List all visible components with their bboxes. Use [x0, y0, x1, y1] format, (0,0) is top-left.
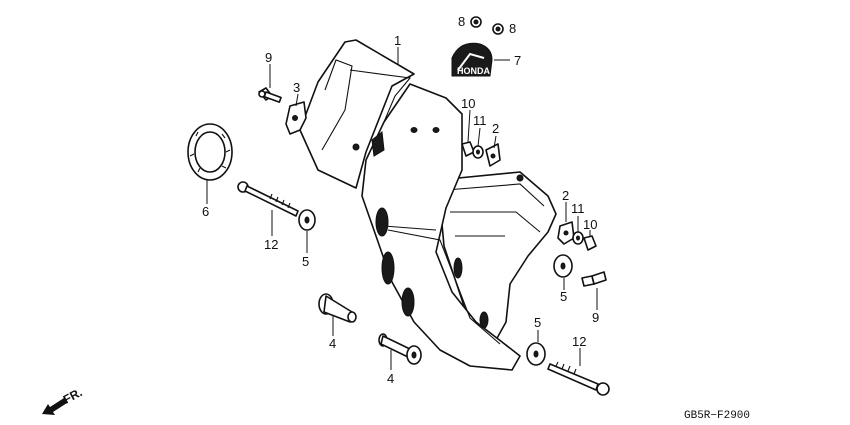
callout-11-upper: 11: [473, 113, 487, 128]
nut-8a: [470, 16, 482, 28]
callout-6: 6: [202, 204, 209, 219]
callout-8-right: 8: [509, 21, 516, 36]
bolt-10-upper: [461, 141, 475, 157]
callout-12-left: 12: [264, 237, 278, 252]
callout-9-right: 9: [592, 310, 599, 325]
callout-10-lower: 10: [583, 217, 597, 232]
callout-5-right: 5: [560, 289, 567, 304]
callout-8-left: 8: [458, 14, 465, 29]
washer-5-lower: [526, 342, 546, 366]
callout-9-upper: 9: [265, 50, 272, 65]
diagram-code: GB5R−F2900: [684, 410, 750, 422]
grommet-6: [187, 123, 233, 181]
bracket-2-upper: [485, 143, 501, 167]
callout-2-lower: 2: [562, 188, 569, 203]
washer-11-lower: [572, 231, 584, 245]
callout-3: 3: [293, 80, 300, 95]
emblem-text: HONDA: [457, 66, 490, 76]
collar-4-lower: [378, 333, 422, 365]
callouts: 1 2 2 3 4 4 5 5 5 6 7 8 8 9 9 10 10 11 1…: [202, 14, 599, 386]
bolt-12-left: [237, 181, 299, 217]
front-cover: [299, 39, 557, 371]
callout-10-upper: 10: [461, 96, 475, 111]
front-direction-arrow: FR.: [42, 385, 84, 415]
callout-12-right: 12: [572, 334, 586, 349]
bolt-9-upper: [258, 87, 282, 103]
callout-4-upper: 4: [329, 336, 336, 351]
nut-8b: [492, 23, 504, 35]
callout-1: 1: [394, 33, 401, 48]
callout-5-lower: 5: [534, 315, 541, 330]
callout-11-lower: 11: [571, 201, 585, 216]
washer-5-right: [553, 254, 573, 278]
bracket-3: [285, 101, 307, 135]
bolt-10-lower: [583, 235, 597, 251]
bolt-12-right: [547, 361, 610, 396]
bolt-9-right: [581, 271, 607, 287]
honda-emblem: HONDA: [451, 42, 493, 77]
washer-11-upper: [472, 145, 484, 159]
washer-5-left: [298, 209, 316, 231]
callout-4-lower: 4: [387, 371, 394, 386]
callout-7: 7: [514, 53, 521, 68]
callout-2-upper: 2: [492, 121, 499, 136]
leader-lines: [206, 47, 598, 370]
callout-5-left: 5: [302, 254, 309, 269]
bracket-2-lower: [557, 221, 575, 245]
collar-4-upper: [318, 293, 357, 323]
